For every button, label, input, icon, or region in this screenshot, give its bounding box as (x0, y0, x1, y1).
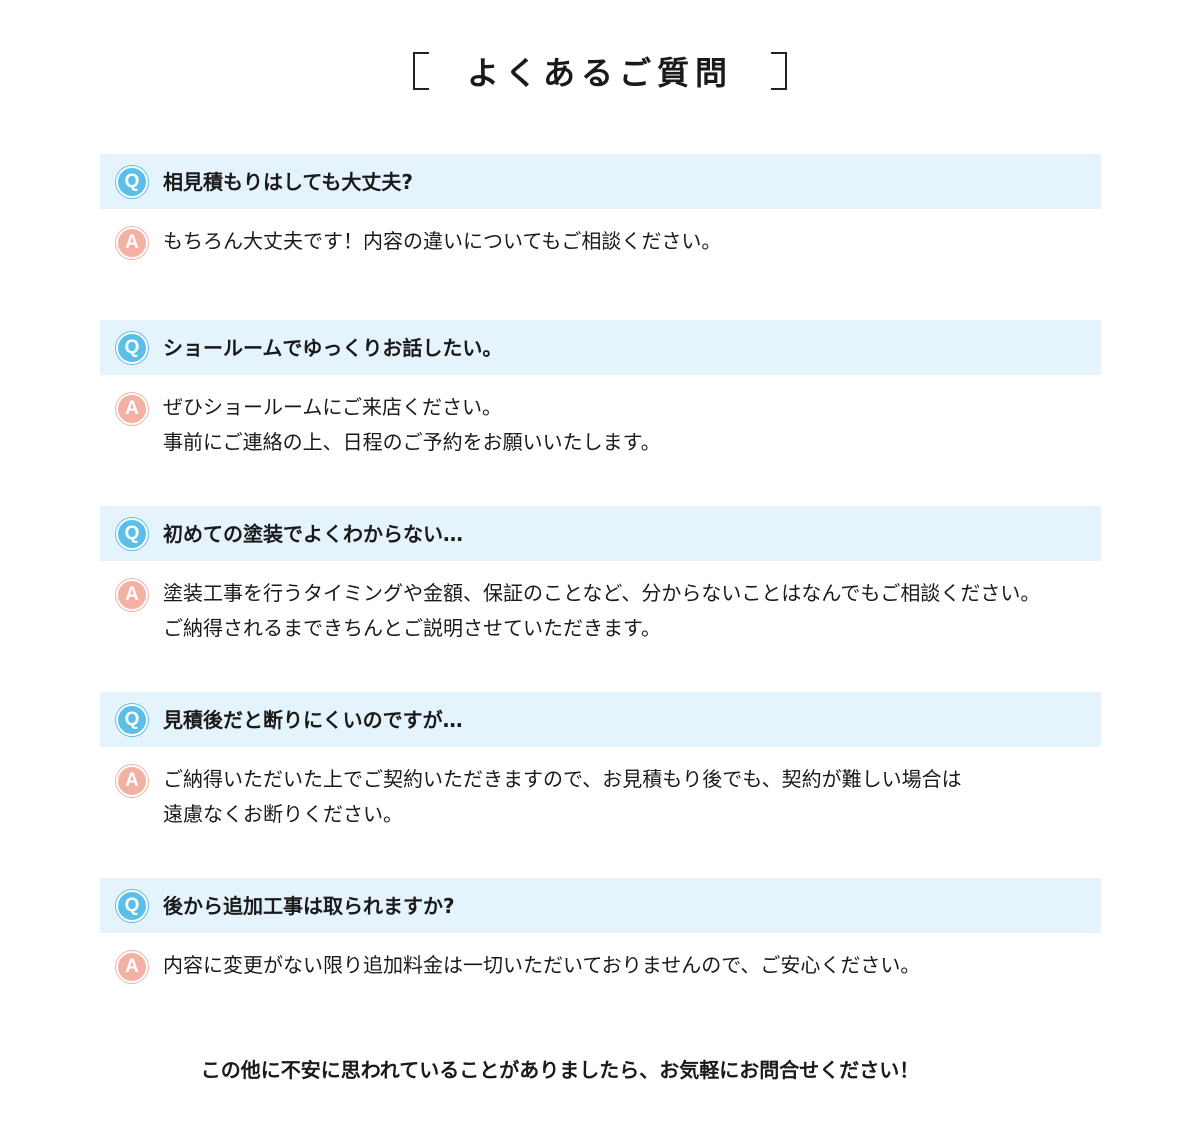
question-badge-icon: Q (116, 518, 148, 550)
left-bracket-decoration (413, 52, 429, 90)
answer-text: もちろん大丈夫です！内容の違いについてもご相談ください。 (163, 224, 721, 259)
question-row: Q 後から追加工事は取られますか? (100, 878, 1101, 933)
faq-item: Q 見積後だと断りにくいのですが… A ご納得いただいた上でご契約いただきますの… (100, 692, 1101, 826)
answer-badge-icon: A (116, 393, 148, 425)
faq-item: Q ショールームでゆっくりお話したい。 A ぜひショールームにご来店ください。 … (100, 320, 1101, 454)
question-text: 相見積もりはしても大丈夫? (163, 170, 414, 194)
page-title: よくあるご質問 (466, 54, 733, 92)
faq-item: Q 相見積もりはしても大丈夫? A もちろん大丈夫です！内容の違いについてもご相… (100, 154, 1101, 259)
answer-line: ご納得いただいた上でご契約いただきますので、お見積もり後でも、契約が難しい場合は (163, 767, 962, 791)
question-row: Q ショールームでゆっくりお話したい。 (100, 320, 1101, 375)
answer-text: ぜひショールームにご来店ください。 事前にご連絡の上、日程のご予約をお願いいたし… (163, 390, 661, 460)
question-text: ショールームでゆっくりお話したい。 (163, 336, 503, 360)
question-text: 見積後だと断りにくいのですが… (163, 708, 463, 732)
answer-badge-icon: A (116, 765, 148, 797)
answer-text: 内容に変更がない限り追加料金は一切いただいておりませんので、ご安心ください。 (163, 948, 920, 983)
answer-line: もちろん大丈夫です！内容の違いについてもご相談ください。 (163, 229, 722, 253)
answer-line: ぜひショールームにご来店ください。 (163, 395, 502, 419)
question-badge-icon: Q (116, 332, 148, 364)
question-text: 後から追加工事は取られますか? (163, 894, 455, 918)
question-badge-icon: Q (116, 704, 148, 736)
right-bracket-decoration (771, 52, 787, 90)
contact-prompt-text: この他に不安に思われていることがありましたら、お気軽にお問合せください！ (200, 1058, 920, 1082)
answer-line: 内容に変更がない限り追加料金は一切いただいておりませんので、ご安心ください。 (163, 953, 921, 977)
answer-badge-icon: A (116, 227, 148, 259)
answer-badge-icon: A (116, 579, 148, 611)
answer-line: ご納得されるまできちんとご説明させていただきます。 (163, 616, 661, 640)
question-text: 初めての塗装でよくわからない… (163, 522, 463, 546)
answer-line: 事前にご連絡の上、日程のご予約をお願いいたします。 (163, 430, 661, 454)
answer-text: 塗装工事を行うタイミングや金額、保証のことなど、分からないことはなんでもご相談く… (163, 576, 1040, 646)
answer-line: 塗装工事を行うタイミングや金額、保証のことなど、分からないことはなんでもご相談く… (163, 581, 1041, 605)
section-title: よくあるご質問 (0, 52, 1200, 96)
question-badge-icon: Q (116, 166, 148, 198)
question-row: Q 相見積もりはしても大丈夫? (100, 154, 1101, 209)
question-row: Q 見積後だと断りにくいのですが… (100, 692, 1101, 747)
answer-line: 遠慮なくお断りください。 (163, 802, 403, 826)
answer-badge-icon: A (116, 951, 148, 983)
faq-item: Q 後から追加工事は取られますか? A 内容に変更がない限り追加料金は一切いただ… (100, 878, 1101, 983)
faq-item: Q 初めての塗装でよくわからない… A 塗装工事を行うタイミングや金額、保証のこ… (100, 506, 1101, 640)
question-row: Q 初めての塗装でよくわからない… (100, 506, 1101, 561)
answer-text: ご納得いただいた上でご契約いただきますので、お見積もり後でも、契約が難しい場合は… (163, 762, 962, 832)
question-badge-icon: Q (116, 890, 148, 922)
